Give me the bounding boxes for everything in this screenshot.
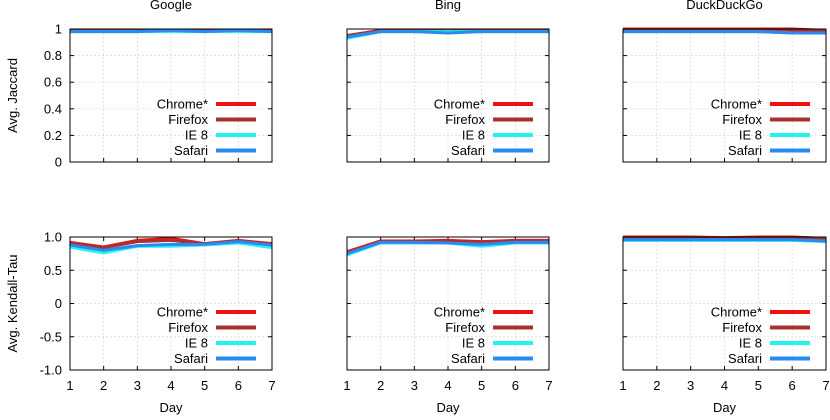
panel-1-title: Bing (435, 0, 461, 12)
panel-0-ytick-label: 0.6 (44, 75, 62, 90)
panel-3-xtick-label: 5 (201, 378, 208, 393)
panel-0-ytick-label: 0.8 (44, 48, 62, 63)
panel-3-ylabel: Avg. Kendall-Tau (5, 254, 20, 352)
panel-5-legend-label: Chrome* (711, 305, 762, 320)
panel-4-legend-label: Firefox (445, 320, 485, 335)
panel-3-xlabel: Day (159, 400, 183, 415)
panel-0-legend-label: IE 8 (185, 128, 208, 143)
panel-0-frame (69, 28, 273, 163)
panel-5-legend-label: Firefox (722, 320, 762, 335)
panel-5-xtick-label: 7 (822, 378, 829, 393)
panel-5-xtick-label: 4 (721, 378, 728, 393)
panel-2-legend-label: IE 8 (739, 128, 762, 143)
panel-3-ytick-label: 0.5 (44, 263, 62, 278)
panel-5-xtick-label: 6 (789, 378, 796, 393)
panel-2-legend-label: Safari (728, 143, 762, 158)
panel-5-legend-label: Safari (728, 351, 762, 366)
panel-3-ytick-label: -1.0 (40, 363, 62, 378)
panel-5-xtick-label: 3 (687, 378, 694, 393)
panel-2-legend-label: Firefox (722, 112, 762, 127)
panel-0-legend-label: Safari (174, 143, 208, 158)
panel-2-frame (622, 28, 827, 163)
panel-3-ytick-label: 0 (55, 296, 62, 311)
panel-0-ylabel: Avg. Jaccard (5, 58, 20, 133)
panel-4-xtick-label: 5 (478, 378, 485, 393)
panel-3-xtick-label: 4 (167, 378, 174, 393)
panel-3-xtick-label: 6 (235, 378, 242, 393)
panel-0-series-line (70, 28, 273, 34)
panel-3-xtick-label: 3 (134, 378, 141, 393)
panel-4-legend-label: Safari (451, 351, 485, 366)
panel-3-xtick-label: 7 (268, 378, 275, 393)
panel-3-legend-label: Chrome* (157, 305, 208, 320)
panel-4-xlabel: Day (436, 400, 460, 415)
panel-3-legend-label: IE 8 (185, 336, 208, 351)
panel-0-ytick-label: 0.4 (44, 101, 62, 116)
panel-1-frame (346, 28, 550, 163)
panel-0-ytick-label: 1 (55, 22, 62, 37)
panel-1-legend-label: Firefox (445, 112, 485, 127)
panel-5-series-line (623, 238, 827, 243)
panel-4-xtick-label: 4 (444, 378, 451, 393)
panel-3-frame (69, 236, 273, 371)
panel-2-series-line (623, 30, 826, 35)
panel-4-series-line (346, 240, 549, 256)
panel-5-frame (622, 236, 827, 371)
panel-5-legend-label: IE 8 (739, 336, 762, 351)
panel-3-xtick-label: 2 (100, 378, 107, 393)
panel-3-xtick-label: 1 (66, 378, 73, 393)
panel-4-xtick-label: 1 (343, 378, 350, 393)
panel-1-legend-label: IE 8 (462, 128, 485, 143)
panel-3-series-line (69, 240, 273, 252)
panel-0-legend-label: Firefox (168, 112, 208, 127)
panel-1-legend-label: Chrome* (434, 97, 485, 112)
panel-2-legend-label: Chrome* (711, 97, 762, 112)
panel-1-series-line (346, 30, 549, 39)
panel-4-xtick-label: 3 (411, 378, 418, 393)
panel-3-ytick-label: 1.0 (44, 230, 62, 245)
panel-0-legend-label: Chrome* (157, 97, 208, 112)
panel-4-frame (346, 236, 550, 371)
panel-0-title: Google (150, 0, 192, 12)
panel-3-legend-label: Safari (174, 351, 208, 366)
panel-2-title: DuckDuckGo (686, 0, 763, 12)
panel-5-xtick-label: 5 (755, 378, 762, 393)
panel-4-xtick-label: 7 (545, 378, 552, 393)
panel-4-legend-label: Chrome* (434, 305, 485, 320)
panel-4-legend-label: IE 8 (462, 336, 485, 351)
panel-4-xtick-label: 2 (377, 378, 384, 393)
panel-3-legend-label: Firefox (168, 320, 208, 335)
panel-3-ytick-label: -0.5 (40, 329, 62, 344)
panel-4-xtick-label: 6 (512, 378, 519, 393)
panel-5-xlabel: Day (713, 400, 737, 415)
panel-0-ytick-label: 0 (55, 155, 62, 170)
panel-0-ytick-label: 0.2 (44, 128, 62, 143)
panel-1-legend-label: Safari (451, 143, 485, 158)
panel-5-xtick-label: 2 (653, 378, 660, 393)
panel-5-xtick-label: 1 (619, 378, 626, 393)
